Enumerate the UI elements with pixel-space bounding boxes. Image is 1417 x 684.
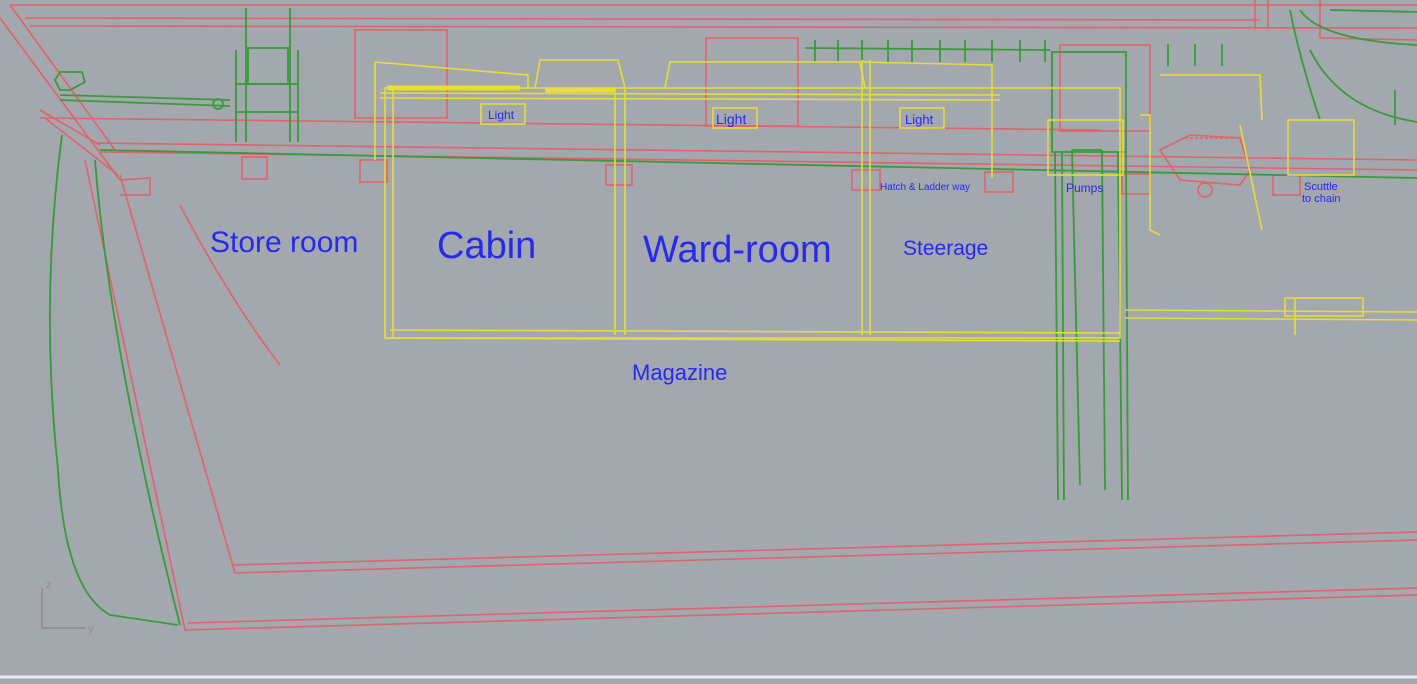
stern-rail [1329, 9, 1417, 13]
label-store-room: Store room [210, 226, 358, 259]
label-light-2: Light [716, 111, 746, 127]
pump-tube [1054, 151, 1059, 501]
stem-line [44, 117, 119, 176]
yellow-heavy-lines [387, 85, 615, 93]
skylight-box [705, 37, 799, 127]
cabin-floor [389, 329, 1121, 334]
deck-green-line [99, 149, 1417, 179]
deck-yellow-line [379, 97, 1001, 101]
cabin-floor [384, 337, 1121, 342]
light-frame [480, 103, 526, 125]
stern-frame [1289, 9, 1321, 121]
cutwater-curve [49, 134, 179, 626]
cabin-structure [374, 59, 1417, 342]
cabin-outline [384, 87, 1121, 339]
bow-frame-curve [179, 204, 281, 366]
keel-line [184, 594, 1417, 631]
aft-hold-line [1124, 317, 1417, 321]
hold-bottom-line [234, 539, 1417, 574]
deck-beam [851, 169, 881, 191]
stem-post [84, 159, 186, 631]
rigging-lines [49, 8, 1417, 626]
cutwater-inner [94, 159, 181, 626]
stern-frame [1309, 49, 1417, 123]
label-scuttle-2: to chain [1302, 193, 1341, 205]
windlass-drum [247, 47, 289, 85]
upper-deck-line [94, 142, 1417, 161]
deckhouse-top [861, 61, 993, 178]
aft-hold-box [1284, 297, 1364, 317]
skylight-box [354, 29, 448, 119]
label-pumps: Pumps [1066, 181, 1103, 195]
label-ward-room: Ward-room [643, 229, 832, 271]
stem-post [119, 174, 236, 574]
capstan-drum [1197, 182, 1213, 198]
axis-y-label: y [88, 623, 94, 635]
keel-line [187, 587, 1417, 624]
stem-line [0, 17, 121, 181]
aft-deckhouse [1160, 74, 1263, 121]
deck-beam [241, 156, 268, 180]
axis-z-label: z [46, 579, 52, 591]
aft-hold-line [1124, 309, 1417, 313]
aft-ladder-rail [1239, 124, 1263, 231]
deck-beam [984, 171, 1014, 193]
pump-housing [1047, 119, 1124, 176]
pump-tube [1061, 151, 1065, 501]
label-steerage: Steerage [903, 237, 988, 260]
pump-tube [1125, 151, 1129, 501]
stem-line [9, 4, 116, 151]
label-hatch-ladder: Hatch & Ladder way [880, 182, 970, 193]
hold-bottom-line [231, 531, 1417, 566]
bow-knee [119, 177, 151, 196]
label-light-1: Light [488, 108, 515, 122]
axis-gizmo: z y [41, 579, 94, 635]
label-cabin: Cabin [437, 225, 536, 267]
light-frame [899, 107, 945, 129]
deck-beam [605, 164, 633, 186]
pump-frame [1051, 51, 1127, 153]
deckhouse-top [534, 59, 626, 89]
stern-frame [1299, 9, 1417, 46]
rail-line [1319, 37, 1417, 41]
stem-line [39, 109, 101, 146]
label-light-3: Light [905, 112, 934, 127]
deck-beam [359, 159, 388, 183]
deckhouse-top [664, 61, 866, 89]
rail-line [29, 25, 1417, 29]
rail-line [24, 17, 1261, 21]
compartment-labels: Store room Cabin Ward-room Steerage Maga… [210, 108, 1341, 385]
deck-beam [1272, 174, 1301, 196]
label-scuttle-1: Scuttle [1304, 181, 1338, 193]
bowsprit-bolt [212, 98, 224, 110]
aft-hatch [1287, 119, 1355, 176]
pump-tube [1071, 149, 1081, 486]
belaying-pins [804, 40, 1223, 66]
bowsprit-line [59, 94, 231, 101]
label-magazine: Magazine [632, 360, 727, 385]
bow-bitt [53, 71, 87, 91]
bowsprit-line [59, 99, 231, 107]
deck-yellow-line [379, 92, 1001, 96]
light-frame [712, 107, 758, 129]
aft-ladder [1140, 114, 1161, 236]
pump-tube [1101, 149, 1106, 491]
capstan-housing [1158, 134, 1251, 186]
skylight-slope [374, 61, 529, 88]
